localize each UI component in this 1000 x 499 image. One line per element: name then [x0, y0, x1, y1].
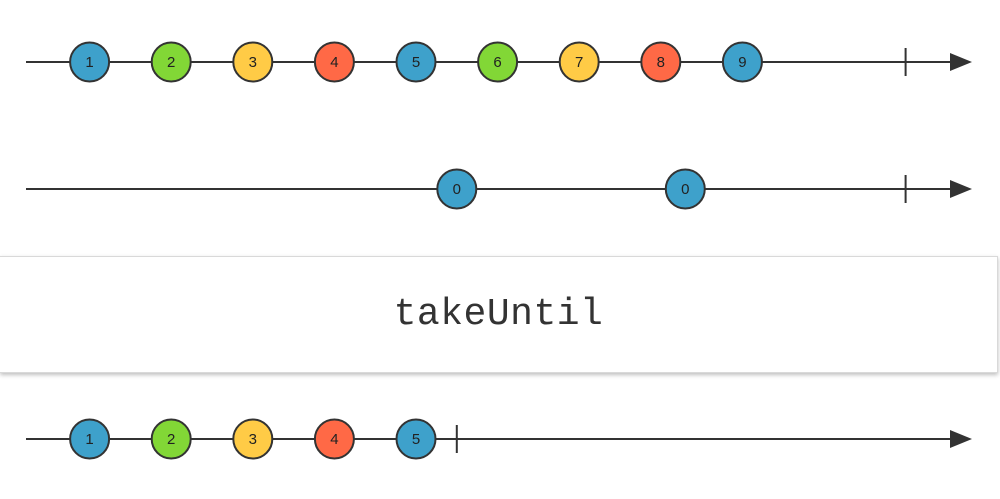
marble-circle: [436, 168, 478, 210]
operator-label: takeUntil: [393, 293, 604, 336]
marble-circle: [150, 418, 192, 460]
marble: 4: [313, 418, 355, 460]
marble-label: 4: [330, 431, 338, 448]
marble-circle: [477, 41, 519, 83]
marble: 5: [395, 418, 437, 460]
marble-label: 5: [412, 431, 420, 448]
marble-label: 1: [85, 431, 93, 448]
marble-circle: [150, 41, 192, 83]
marble-circle: [232, 41, 274, 83]
marble: 3: [232, 41, 274, 83]
marble: 9: [721, 41, 763, 83]
marble-label: 7: [575, 54, 583, 71]
marble-circle: [69, 41, 111, 83]
marble: 1: [69, 418, 111, 460]
marble-label: 3: [249, 431, 257, 448]
marble: 4: [313, 41, 355, 83]
marble-circle: [664, 168, 706, 210]
marble-label: 0: [681, 181, 689, 198]
timeline-arrowhead: [950, 53, 972, 71]
marble: 2: [150, 41, 192, 83]
marble-label: 1: [85, 54, 93, 71]
marble: 0: [664, 168, 706, 210]
marble: 1: [69, 41, 111, 83]
marble-circle: [69, 418, 111, 460]
marble-label: 5: [412, 54, 420, 71]
marble-circle: [395, 418, 437, 460]
marble-label: 2: [167, 431, 175, 448]
marble-circle: [232, 418, 274, 460]
marble: 6: [477, 41, 519, 83]
marble-label: 6: [493, 54, 501, 71]
marble-circle: [558, 41, 600, 83]
source-timeline: 1 2 3 4 5 6 7 8 9: [26, 41, 972, 83]
marble-label: 0: [453, 181, 461, 198]
marble-circle: [395, 41, 437, 83]
marble: 7: [558, 41, 600, 83]
timeline-arrowhead: [950, 180, 972, 198]
marble: 5: [395, 41, 437, 83]
operator-box: takeUntil: [0, 256, 998, 373]
marble: 3: [232, 418, 274, 460]
marble-label: 2: [167, 54, 175, 71]
result-timeline: 1 2 3 4 5: [26, 418, 972, 460]
marble: 2: [150, 418, 192, 460]
marble-label: 4: [330, 54, 338, 71]
marble-circle: [721, 41, 763, 83]
marble: 0: [436, 168, 478, 210]
marble-circle: [640, 41, 682, 83]
marble-label: 8: [657, 54, 665, 71]
marble-label: 9: [738, 54, 746, 71]
timeline-arrowhead: [950, 430, 972, 448]
marble-circle: [313, 418, 355, 460]
marble-label: 3: [249, 54, 257, 71]
marble: 8: [640, 41, 682, 83]
marble-circle: [313, 41, 355, 83]
